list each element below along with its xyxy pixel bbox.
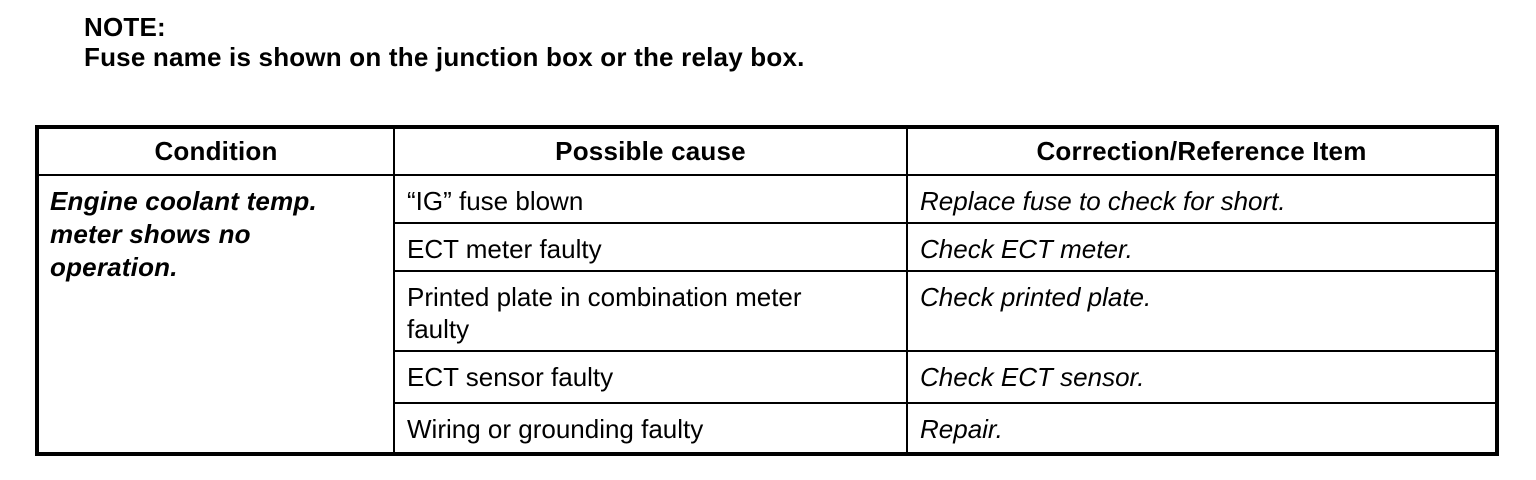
cause-cell: Printed plate in combination meter fault…	[393, 270, 908, 352]
table-row: Printed plate in combination meter fault…	[37, 270, 1498, 352]
note-label: NOTE:	[84, 12, 166, 42]
cause-cell: ECT sensor faulty	[393, 350, 908, 404]
table-row: ECT meter faulty Check ECT meter.	[37, 222, 1498, 272]
table-row: Wiring or grounding faulty Repair.	[37, 402, 1498, 455]
condition-cell: Engine coolant temp. meter shows no oper…	[36, 174, 395, 455]
cause-cell: Wiring or grounding faulty	[393, 402, 908, 455]
note-block: NOTE: Fuse name is shown on the junction…	[84, 12, 805, 72]
header-correction-reference-item: Correction/Reference Item	[906, 126, 1498, 176]
table-row: ECT sensor faulty Check ECT sensor.	[37, 350, 1498, 404]
note-text: Fuse name is shown on the junction box o…	[84, 42, 805, 72]
header-condition: Condition	[36, 126, 395, 176]
correction-cell: Check ECT meter.	[906, 222, 1498, 272]
correction-cell: Repair.	[906, 402, 1498, 455]
correction-cell: Check ECT sensor.	[906, 350, 1498, 404]
correction-cell: Check printed plate.	[906, 270, 1498, 352]
troubleshooting-table: Condition Possible cause Correction/Refe…	[35, 125, 1499, 456]
header-possible-cause: Possible cause	[393, 126, 908, 176]
correction-cell: Replace fuse to check for short.	[906, 174, 1498, 224]
table-header-row: Condition Possible cause Correction/Refe…	[36, 126, 1498, 176]
cause-cell: ECT meter faulty	[393, 222, 908, 272]
table-row: Engine coolant temp. meter shows no oper…	[36, 174, 1498, 455]
cause-cell: “IG” fuse blown	[393, 174, 908, 224]
